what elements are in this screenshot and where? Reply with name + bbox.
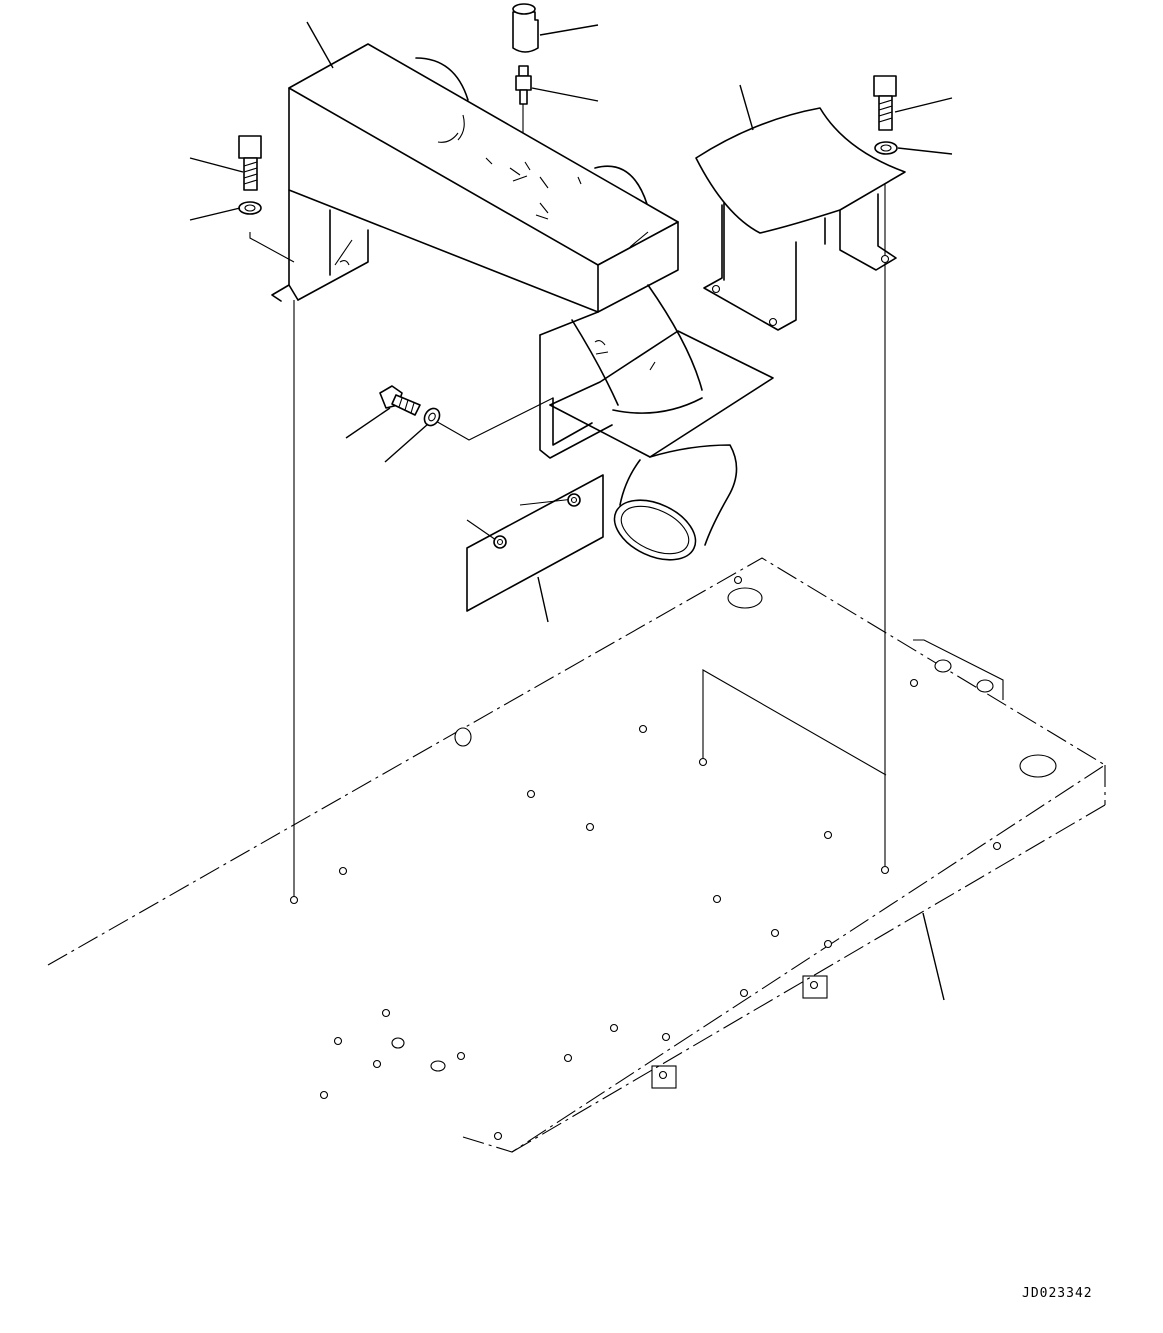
leader-bolt-center [345,407,391,439]
muffler-duct-assembly [271,43,774,561]
washer-right [874,141,898,155]
floor-frame [47,557,1107,1153]
washer-center [423,407,441,427]
bolt-left [238,135,262,191]
washer-left [238,201,262,215]
leader-muffler [306,21,334,69]
leader-bolt-right [894,97,953,113]
leader-cap [539,24,599,36]
leader-plate [537,576,549,623]
drawing-code: JD023342 [1022,1286,1093,1301]
bolt-center [379,385,421,416]
cover [695,107,906,331]
leader-washer-right [897,147,953,155]
nipple [515,65,532,105]
leader-bolt-left [189,157,244,173]
leader-washer-center [384,423,429,463]
bolt-right [873,75,897,131]
leader-nipple [531,87,599,102]
leader-washer-left [189,207,241,221]
leader-floor-frame [922,912,945,1001]
leader-lines [189,21,953,1001]
cap [512,3,539,53]
leader-cover [739,84,754,131]
plate [466,474,604,612]
